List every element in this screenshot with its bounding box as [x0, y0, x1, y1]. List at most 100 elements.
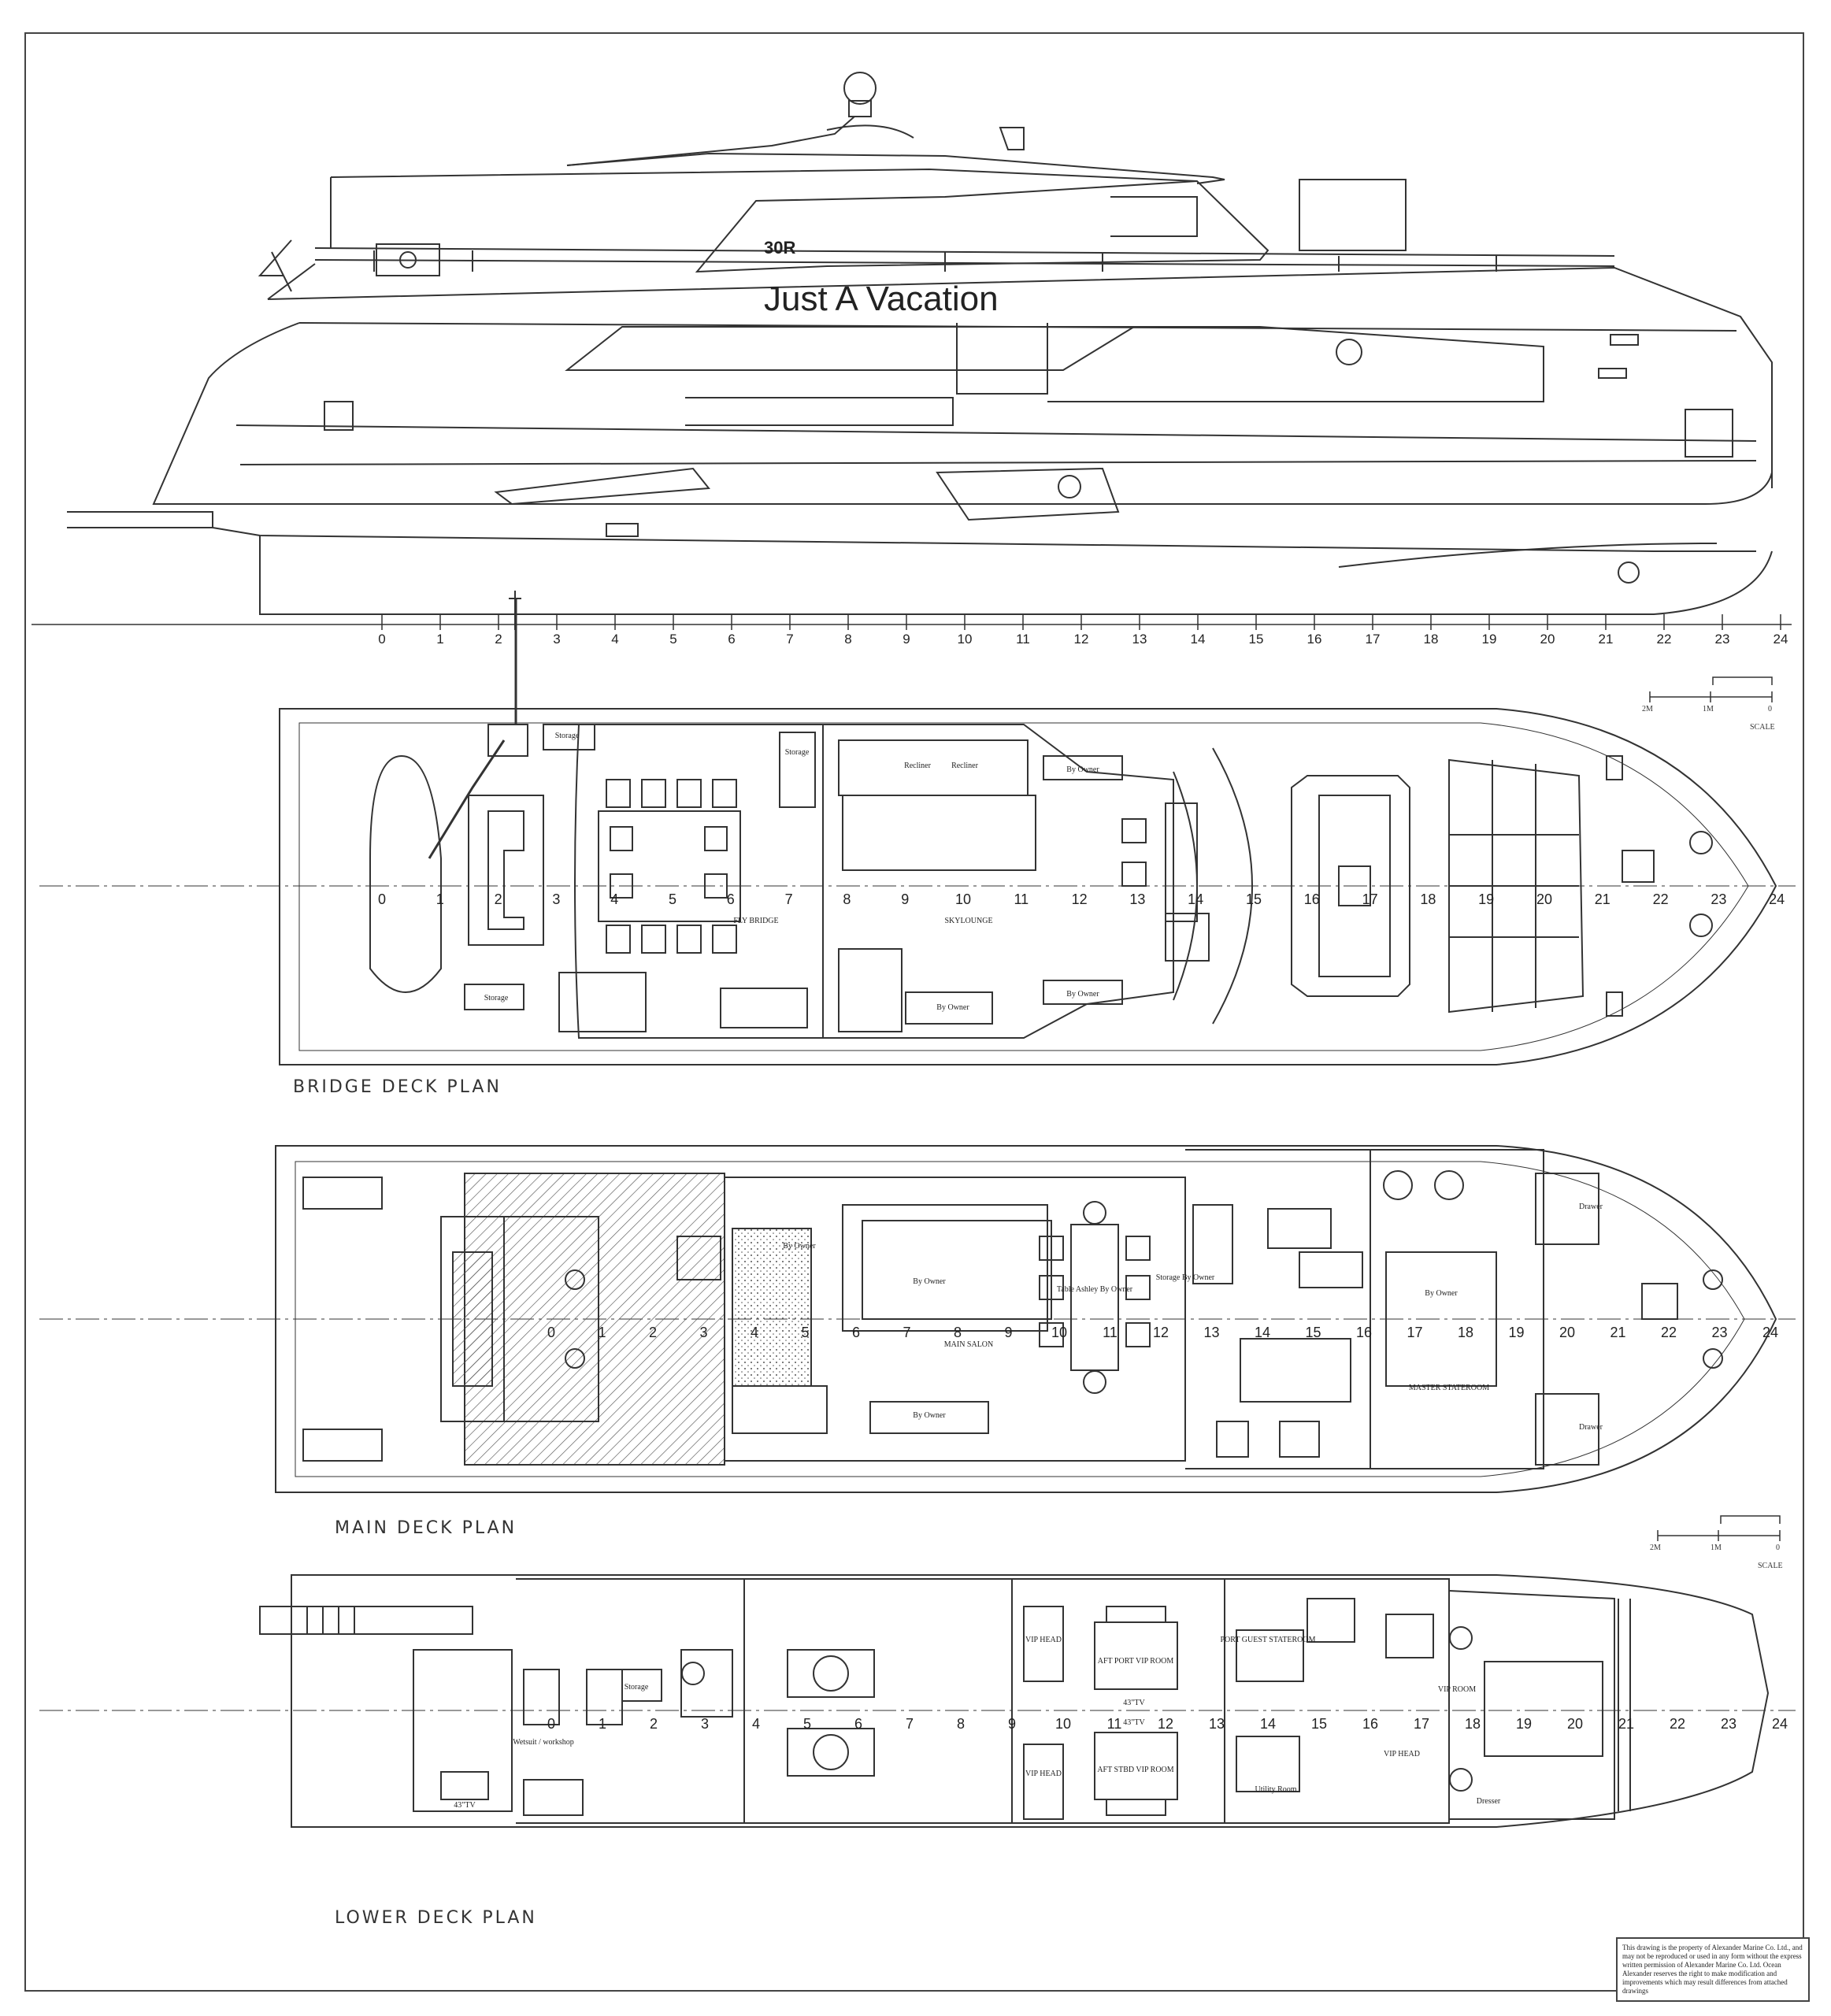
lower-station-4: 4	[752, 1716, 760, 1732]
bridge-station-18: 18	[1420, 891, 1436, 907]
profile-view	[67, 72, 1773, 630]
bridge-station-20: 20	[1536, 891, 1552, 907]
label-tv-2: 43"TV	[1123, 1718, 1145, 1727]
bridge-station-0: 0	[378, 891, 386, 907]
drawing-border	[24, 32, 1804, 1992]
main-station-6: 6	[852, 1325, 860, 1340]
bridge-station-5: 5	[669, 891, 676, 907]
bridge-deck-plan-title: BRIDGE DECK PLAN	[293, 1077, 502, 1097]
main-station-19: 19	[1508, 1325, 1524, 1340]
bridge-station-2: 2	[495, 891, 502, 907]
lower-station-20: 20	[1567, 1716, 1583, 1732]
lower-station-7: 7	[906, 1716, 914, 1732]
bridge-station-12: 12	[1072, 891, 1088, 907]
lower-station-17: 17	[1414, 1716, 1429, 1732]
profile-station-10: 10	[958, 632, 973, 647]
scale-tick-0-lower: 0	[1776, 1544, 1780, 1552]
label-aft-port-vip: AFT PORT VIP ROOM	[1098, 1657, 1174, 1666]
main-station-18: 18	[1458, 1325, 1473, 1340]
lower-station-9: 9	[1008, 1716, 1016, 1732]
label-by-owner-m2: By Owner	[913, 1277, 946, 1286]
lower-station-12: 12	[1158, 1716, 1173, 1732]
model-badge: 30R	[764, 238, 796, 258]
bridge-station-24: 24	[1769, 891, 1785, 907]
bridge-station-17: 17	[1362, 891, 1378, 907]
label-storage-1: Storage	[555, 732, 580, 740]
lower-station-3: 3	[701, 1716, 709, 1732]
bridge-deck-plan	[39, 598, 1796, 1065]
ownership-disclaimer: This drawing is the property of Alexande…	[1616, 1937, 1810, 2002]
main-station-11: 11	[1103, 1325, 1118, 1340]
main-station-22: 22	[1661, 1325, 1677, 1340]
bridge-station-10: 10	[955, 891, 971, 907]
label-vip-head-1: VIP HEAD	[1025, 1636, 1062, 1644]
label-fly-bridge: FLY BRIDGE	[733, 917, 778, 925]
main-station-10: 10	[1051, 1325, 1067, 1340]
label-port-guest: PORT GUEST STATEROOM	[1220, 1636, 1315, 1644]
label-drawer-1: Drawer	[1579, 1203, 1603, 1211]
label-by-owner-m3: By Owner	[913, 1411, 946, 1420]
label-storage-lower: Storage	[625, 1683, 649, 1692]
label-tv-1: 43"TV	[1123, 1699, 1145, 1707]
label-drawer-2: Drawer	[1579, 1423, 1603, 1432]
label-recliner-1: Recliner	[904, 762, 932, 770]
bridge-station-21: 21	[1595, 891, 1610, 907]
lower-station-15: 15	[1311, 1716, 1327, 1732]
lower-station-10: 10	[1055, 1716, 1071, 1732]
label-by-owner-b3: By Owner	[1066, 990, 1099, 999]
lower-station-22: 22	[1670, 1716, 1685, 1732]
bridge-station-6: 6	[727, 891, 735, 907]
main-station-8: 8	[954, 1325, 962, 1340]
main-station-13: 13	[1203, 1325, 1219, 1340]
lower-station-11: 11	[1107, 1716, 1122, 1732]
label-aft-stbd-vip: AFT STBD VIP ROOM	[1097, 1766, 1173, 1774]
lower-deck-plan-title: LOWER DECK PLAN	[335, 1908, 537, 1928]
main-station-0: 0	[547, 1325, 555, 1340]
profile-station-4: 4	[611, 632, 618, 647]
main-station-24: 24	[1762, 1325, 1778, 1340]
profile-station-16: 16	[1307, 632, 1322, 647]
profile-station-0: 0	[378, 632, 385, 647]
profile-station-9: 9	[903, 632, 910, 647]
profile-station-14: 14	[1191, 632, 1206, 647]
profile-station-24: 24	[1774, 632, 1788, 647]
lower-station-19: 19	[1516, 1716, 1532, 1732]
main-station-2: 2	[649, 1325, 657, 1340]
profile-station-13: 13	[1132, 632, 1147, 647]
main-deck-plan	[39, 1145, 1796, 1493]
main-deck-plan-title: MAIN DECK PLAN	[335, 1518, 517, 1538]
lower-station-14: 14	[1260, 1716, 1276, 1732]
lower-station-0: 0	[547, 1716, 555, 1732]
label-tv-3: 43"TV	[454, 1801, 476, 1810]
main-station-1: 1	[598, 1325, 606, 1340]
bridge-station-16: 16	[1304, 891, 1320, 907]
label-storage-2: Storage	[484, 994, 509, 1002]
label-vip-head-3: VIP HEAD	[1384, 1750, 1420, 1758]
main-station-23: 23	[1711, 1325, 1727, 1340]
label-master-stateroom: MASTER STATEROOM	[1409, 1384, 1489, 1392]
bridge-station-3: 3	[552, 891, 560, 907]
lower-station-23: 23	[1721, 1716, 1736, 1732]
bridge-station-1: 1	[436, 891, 444, 907]
lower-station-6: 6	[854, 1716, 862, 1732]
bridge-station-14: 14	[1188, 891, 1203, 907]
main-station-12: 12	[1153, 1325, 1169, 1340]
bridge-station-11: 11	[1014, 891, 1029, 907]
label-workshop: Wetsuit / workshop	[513, 1738, 574, 1747]
scale-tick-2m-upper: 2M	[1642, 705, 1653, 713]
scale-tick-1m-upper: 1M	[1703, 705, 1714, 713]
bridge-station-7: 7	[785, 891, 793, 907]
profile-station-17: 17	[1366, 632, 1381, 647]
scale-tick-0-upper: 0	[1768, 705, 1772, 713]
profile-station-5: 5	[669, 632, 676, 647]
bridge-station-22: 22	[1653, 891, 1669, 907]
bridge-station-4: 4	[610, 891, 618, 907]
lower-station-13: 13	[1209, 1716, 1225, 1732]
label-by-owner-b2: By Owner	[936, 1003, 969, 1012]
scale-title-lower: SCALE	[1758, 1562, 1783, 1570]
scale-bar-lower	[1657, 1515, 1781, 1541]
lower-deck-plan	[39, 1574, 1796, 1828]
